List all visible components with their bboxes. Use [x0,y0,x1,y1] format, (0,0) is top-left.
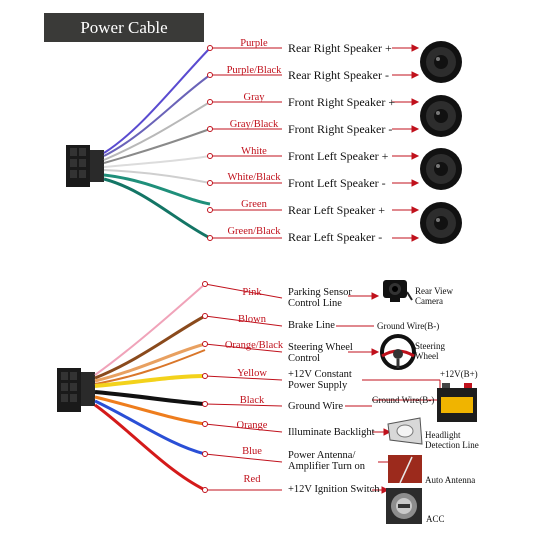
diagram-title: Power Cable Definition [44,13,204,66]
function-front-left-minus: Front Left Speaker - [288,176,386,190]
function-constant-power: +12V Constant Power Supply [288,369,352,391]
speaker-pointers [392,44,420,242]
steering-wheel-icon [380,334,416,370]
battery-icon [437,383,477,422]
top-guides [207,45,282,241]
speaker-icon [420,202,462,244]
function-ground-wire: Ground Wire [288,401,344,412]
function-ignition-switch: +12V Ignition Switch [288,484,380,495]
wire-yellow [94,374,206,388]
wire-pink [94,283,206,376]
auto-antenna-label: Auto Antenna [425,475,476,485]
wire-purple [103,47,211,154]
function-parking-sensor: Parking Sensor Control Line [288,287,352,309]
function-rear-right-plus: Rear Right Speaker + [288,41,392,55]
wire-label-gray-black: Gray/Black [229,119,279,130]
wire-white [103,155,211,168]
top-connector [66,145,104,187]
wire-red [94,403,206,492]
bottom-connector [57,368,95,412]
wire-orange-black [94,342,206,383]
function-illuminate-backlight: Illuminate Backlight [288,427,375,438]
steering-wheel-label: Steering Wheel [415,341,445,361]
wire-white-black [103,169,211,184]
wire-label-black: Black [239,395,265,406]
wire-label-blue: Blue [242,446,262,457]
wire-brown [94,314,206,380]
wire-label-orange: Orange [236,420,268,431]
headlight-label: Headlight Detection Line [425,430,479,450]
wire-gray-black [103,128,211,164]
wire-gray [103,101,211,161]
rear-camera-label: Rear View Camera [415,286,454,306]
function-front-right-minus: Front Right Speaker - [288,122,393,136]
device-pointers [336,292,441,494]
function-rear-left-plus: Rear Left Speaker + [288,203,386,217]
function-brake-line: Brake Line [288,320,335,331]
top-wires [103,47,211,240]
wire-black [94,390,206,406]
speaker-icon [420,148,462,190]
speaker-icon [420,95,462,137]
wire-label-purple-black: Purple/Black [226,65,282,76]
function-rear-right-minus: Rear Right Speaker - [288,68,389,82]
headlight-icon [387,417,423,445]
antenna-icon [388,455,422,484]
wire-label-orange-black: Orange/Black [224,340,284,351]
ignition-icon [386,488,422,524]
wire-blue [94,399,206,456]
function-front-left-plus: Front Left Speaker + [288,149,389,163]
speaker-icon [420,41,462,83]
wire-label-pink: Pink [242,287,262,298]
bottom-guides [202,281,283,493]
wire-orange-black-2 [94,349,206,385]
wire-label-green-black: Green/Black [227,226,281,237]
wire-label-yellow: Yellow [237,368,267,379]
function-steering-control: Steering Wheel Control [288,342,353,364]
camera-icon [383,280,413,302]
wire-label-green: Green [241,199,267,210]
wire-label-brown: Blown [237,314,266,325]
ground-wire-battery-label: Ground Wire(B-) [372,395,435,405]
wire-label-red: Red [243,474,261,485]
function-front-right-plus: Front Right Speaker + [288,95,396,109]
wire-orange [94,395,206,426]
wire-green [103,173,211,206]
wire-label-gray: Gray [243,92,265,103]
wire-purple-black [103,74,211,157]
wire-label-purple: Purple [240,38,268,49]
wire-green-black [103,177,211,240]
battery-plus-label: +12V(B+) [440,369,478,379]
function-power-antenna: Power Antenna/ Amplifier Turn on [288,450,366,472]
wire-label-white: White [241,146,267,157]
wire-label-white-black: White/Black [227,172,281,183]
acc-label: ACC [426,514,445,524]
ground-wire-brake-label: Ground Wire(B-) [377,321,440,331]
bottom-wires [94,283,206,492]
function-rear-left-minus: Rear Left Speaker - [288,230,383,244]
